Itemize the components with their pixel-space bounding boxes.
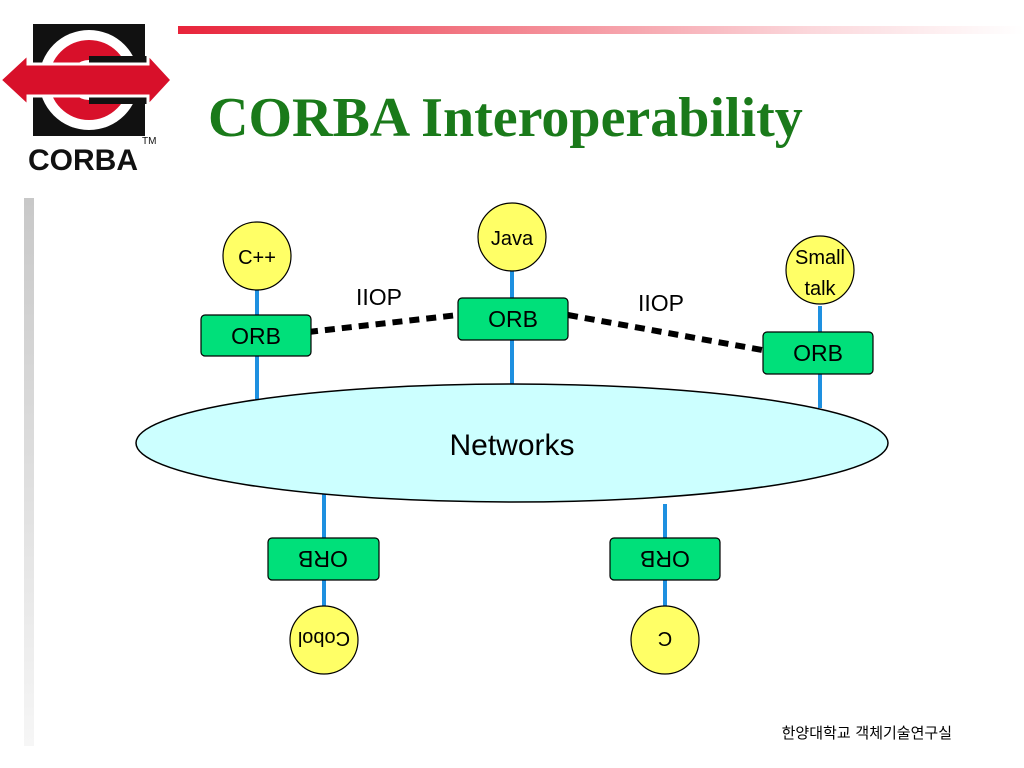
iiop-label-right: IIOP: [638, 290, 684, 316]
orb-label-c: ORB: [640, 546, 690, 572]
logo-wordmark: CORBA: [28, 144, 138, 177]
page-title: CORBA Interoperability: [208, 87, 803, 149]
orb-box-cpp: [200, 314, 312, 357]
language-node-java: [477, 202, 547, 272]
language-label-java: Java: [491, 228, 534, 250]
language-label-cpp: C++: [238, 247, 276, 269]
iiop-link-right: [567, 312, 763, 353]
orb-box-c: [609, 537, 721, 581]
language-label-c: C: [658, 627, 672, 649]
language-label-cobol: Cobol: [298, 627, 350, 649]
logo-arrow: [0, 50, 175, 110]
corba-logo: CORBA TM: [0, 24, 175, 177]
language-node-c: [630, 605, 700, 675]
orb-box-cobol: [267, 537, 380, 581]
orb-label-cpp: ORB: [231, 323, 281, 349]
orb-label-smalltalk: ORB: [793, 340, 843, 366]
language-node-cpp: [222, 221, 292, 291]
connectors: [255, 270, 822, 606]
top-accent-bar: [178, 26, 1024, 34]
language-label-smalltalk-line1: Small: [795, 247, 845, 269]
orb-box-smalltalk: [762, 331, 874, 375]
left-accent-bar: [24, 198, 34, 746]
logo-tm: TM: [142, 136, 156, 147]
network-label: Networks: [449, 429, 574, 462]
footer-credit: 한양대학교 객체기술연구실: [781, 724, 952, 742]
language-node-smalltalk: [785, 235, 855, 305]
language-label-smalltalk-line2: talk: [804, 278, 836, 300]
language-node-cobol: [289, 605, 359, 675]
iiop-link-left: [307, 312, 459, 335]
orb-box-java: [457, 297, 569, 341]
network-ellipse: [135, 383, 889, 503]
iiop-label-left: IIOP: [356, 284, 402, 310]
orb-label-java: ORB: [488, 306, 538, 332]
orb-label-cobol: ORB: [298, 546, 348, 572]
